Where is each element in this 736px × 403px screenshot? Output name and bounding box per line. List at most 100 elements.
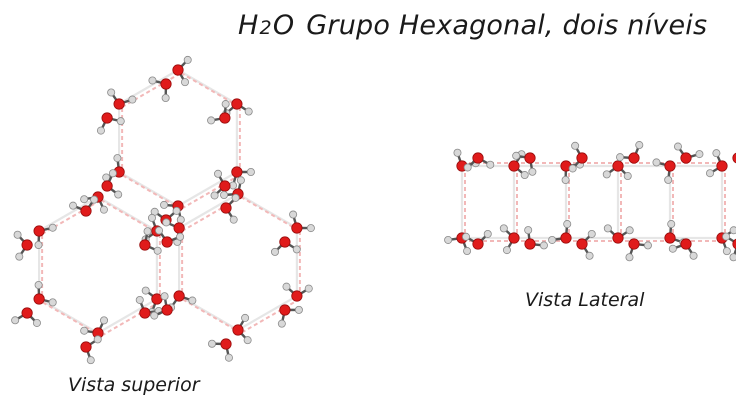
hydrogen-bond xyxy=(180,72,241,108)
water-molecule-icon xyxy=(706,149,728,178)
ring-edge xyxy=(237,295,298,331)
hydrogen-atom xyxy=(587,229,596,238)
hydrogen-atom xyxy=(210,191,219,200)
water-molecule-icon xyxy=(172,55,192,87)
water-molecule-icon xyxy=(277,304,303,328)
hydrogen-atom xyxy=(499,224,508,233)
title-text: Grupo Hexagonal, dois níveis xyxy=(306,10,708,41)
oxygen-atom xyxy=(732,152,736,164)
hydrogen-atom xyxy=(524,226,533,235)
oxygen-atom xyxy=(33,293,45,305)
water-molecule-icon xyxy=(499,224,520,255)
oxygen-atom xyxy=(628,238,640,250)
oxygen-atom xyxy=(231,98,243,110)
water-molecule-icon xyxy=(282,282,313,302)
hydrogen-atom xyxy=(643,241,652,250)
hydrogen-atom xyxy=(80,195,89,204)
hydrogen-atom xyxy=(93,335,102,344)
oxygen-atom xyxy=(220,338,232,350)
water-molecule-icon xyxy=(139,227,162,255)
oxygen-atom xyxy=(628,152,640,164)
hydrogen-atom xyxy=(729,226,736,235)
ring-edge xyxy=(177,171,238,207)
hydrogen-atom xyxy=(183,55,192,64)
hydrogen-atom xyxy=(153,246,162,255)
hydrogen-bond-network xyxy=(38,69,726,337)
oxygen-atom xyxy=(113,98,125,110)
oxygen-atom xyxy=(161,236,173,248)
oxygen-atom xyxy=(101,112,113,124)
oxygen-atom xyxy=(291,290,303,302)
hydrogen-atom xyxy=(625,253,634,262)
hydrogen-atom xyxy=(463,163,472,172)
hydrogen-atom xyxy=(162,218,171,227)
oxygen-atom xyxy=(680,238,692,250)
hydrogen-atom xyxy=(625,226,634,235)
hydrogen-atom xyxy=(571,141,580,150)
oxygen-atom xyxy=(508,160,520,172)
hydrogen-atom xyxy=(673,142,682,151)
hydrogen-atom xyxy=(548,235,557,244)
hydrogen-atom xyxy=(207,116,216,125)
hydrogen-atom xyxy=(148,76,157,85)
hydrogen-atom xyxy=(236,176,245,185)
ring-edge xyxy=(237,193,298,229)
hydrogen-atom xyxy=(69,201,78,210)
oxygen-atom xyxy=(139,239,151,251)
water-molecule-icon xyxy=(463,152,495,172)
oxygen-atom xyxy=(279,236,291,248)
hydrogen-atom xyxy=(292,245,301,254)
oxygen-atom xyxy=(172,64,184,76)
oxygen-atom xyxy=(664,160,676,172)
oxygen-atom xyxy=(21,307,33,319)
hydrogen-atom xyxy=(568,164,577,173)
oxygen-atom xyxy=(680,152,692,164)
hydrogen-atom xyxy=(214,169,223,178)
oxygen-atom xyxy=(219,180,231,192)
oxygen-atom xyxy=(732,238,736,250)
hydrogen-bond xyxy=(100,301,161,337)
oxygen-atom xyxy=(219,112,231,124)
oxygen-atom xyxy=(472,152,484,164)
formula-o: O xyxy=(272,10,295,41)
water-molecule-icon xyxy=(508,150,529,180)
hydrogen-atom xyxy=(229,181,238,190)
formula-h: H xyxy=(238,10,259,41)
hydrogen-atom xyxy=(229,215,238,224)
oxygen-atom xyxy=(139,307,151,319)
hydrogen-atom xyxy=(48,223,57,232)
hydrogen-atom xyxy=(100,316,109,325)
oxygen-atom xyxy=(33,225,45,237)
oxygen-atom xyxy=(508,232,520,244)
oxygen-atom xyxy=(472,238,484,250)
hydrogen-atom xyxy=(221,100,230,109)
oxygen-atom xyxy=(220,202,232,214)
water-molecule-icon xyxy=(673,142,704,164)
oxygen-atom xyxy=(716,160,728,172)
hydrogen-bond xyxy=(240,196,301,232)
hydrogen-atom xyxy=(114,190,123,199)
water-molecule-icon xyxy=(668,238,698,260)
oxygen-atom xyxy=(279,304,291,316)
hydrogen-atom xyxy=(289,210,298,219)
oxygen-atom xyxy=(612,232,624,244)
oxygen-atom xyxy=(173,290,185,302)
water-molecule-icon xyxy=(80,316,109,339)
water-molecule-icon xyxy=(220,193,240,224)
oxygen-atom xyxy=(101,180,113,192)
hydrogen-atom xyxy=(512,151,521,160)
ring-edge xyxy=(97,298,158,334)
hydrogen-atom xyxy=(664,175,673,184)
ring-edge xyxy=(38,196,99,232)
hydrogen-atom xyxy=(107,88,116,97)
hydrogen-atom xyxy=(155,226,164,235)
water-molecule-icon xyxy=(568,141,588,173)
hydrogen-atom xyxy=(220,190,229,199)
hydrogen-atom xyxy=(462,232,471,241)
hydrogen-atom xyxy=(294,305,303,314)
oxygen-atom xyxy=(231,166,243,178)
formula-subscript: 2 xyxy=(259,17,272,39)
ring-edge xyxy=(118,171,179,207)
hydrogen-atom xyxy=(689,251,698,260)
